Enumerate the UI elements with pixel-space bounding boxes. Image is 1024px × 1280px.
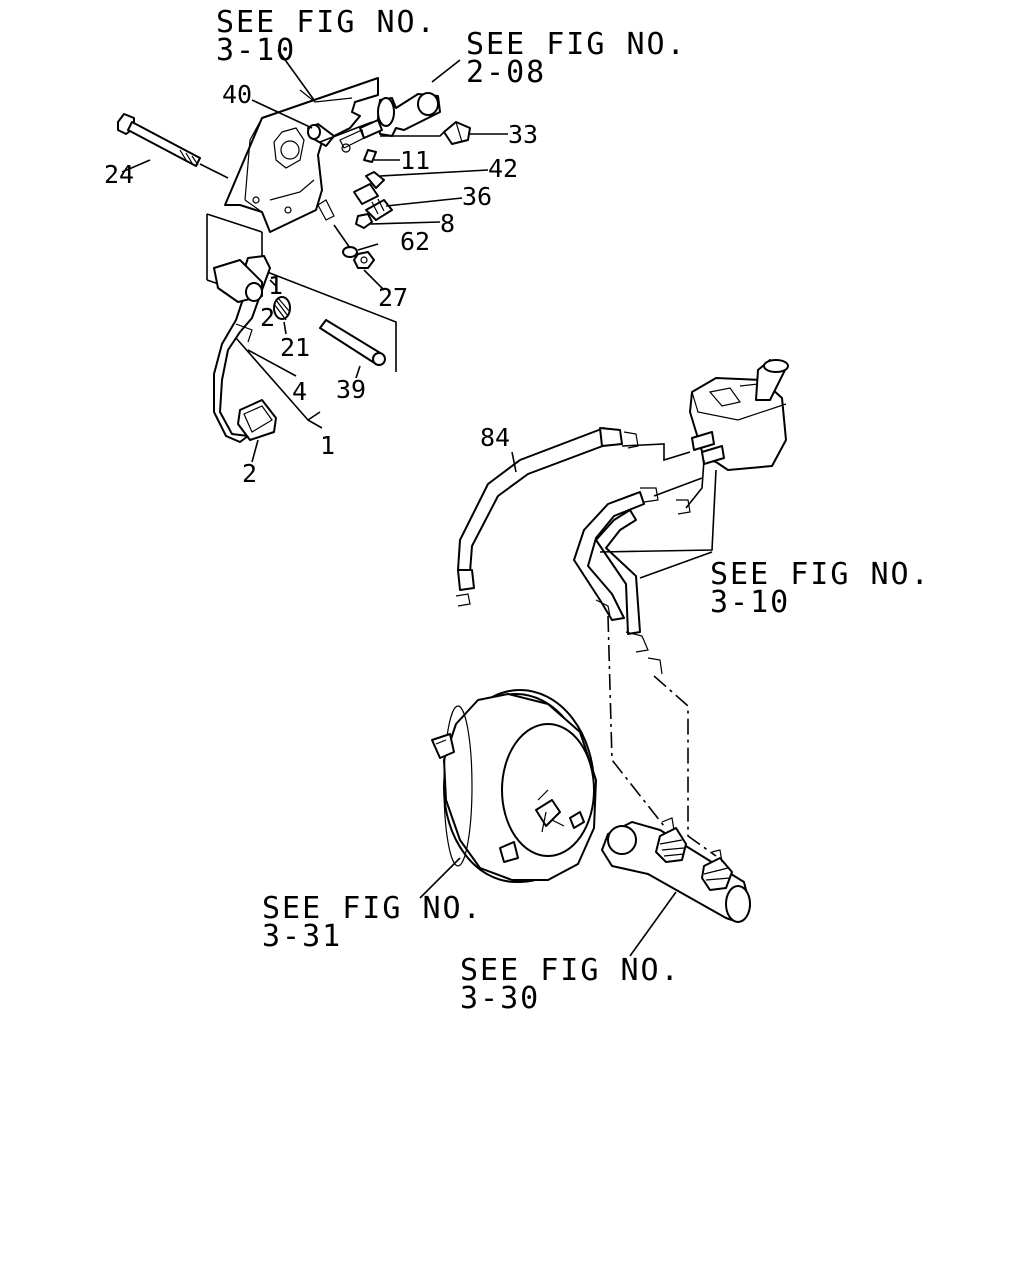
hose-84 [455, 427, 639, 607]
leader-lines-pedal [121, 49, 508, 463]
ref-fig-3-31-line2: 3-31 [262, 919, 342, 954]
pedal-bracket-assembly [224, 77, 379, 233]
fluid-reservoir [689, 359, 789, 471]
part-label-1a: 1 [268, 271, 283, 300]
part-label-2b: 2 [242, 459, 257, 488]
part-label-11: 11 [400, 146, 430, 175]
part-label-24: 24 [104, 160, 134, 189]
brake-booster [431, 689, 597, 883]
part-label-4: 4 [292, 377, 307, 406]
phantom-lines [607, 615, 717, 857]
ref-fig-2-08-line1: SEE FIG NO. [466, 27, 687, 62]
clutch-pedal [213, 255, 386, 443]
part-label-21: 21 [280, 333, 310, 362]
brake-master-cylinder [601, 817, 751, 923]
ref-fig-3-10-top-line1: SEE FIG NO. [216, 5, 437, 40]
part-label-40: 40 [222, 80, 252, 109]
ref-fig-3-10-right-line2: 3-10 [710, 585, 790, 620]
clutch-master-cylinder [339, 92, 441, 153]
part-label-39: 39 [336, 375, 366, 404]
part-label-8: 8 [440, 209, 455, 238]
part-label-2a: 2 [260, 303, 275, 332]
part-number-labels: 40 33 11 42 36 8 62 27 24 1 2 21 4 39 1 … [104, 80, 538, 488]
ref-fig-3-10-right-line1: SEE FIG NO. [710, 557, 931, 592]
part-label-1b: 1 [320, 431, 335, 460]
leader-lines-lower [419, 857, 677, 957]
ref-fig-3-30-line2: 3-30 [460, 981, 540, 1016]
reservoir-hoses [573, 443, 717, 675]
ref-fig-2-08-line2: 2-08 [466, 55, 546, 90]
part-label-33: 33 [508, 120, 538, 149]
part-label-36: 36 [462, 182, 492, 211]
figure-references: SEE FIG NO. 3-10 SEE FIG NO. 2-08 SEE FI… [216, 5, 931, 1016]
fasteners [307, 121, 471, 269]
part-label-62: 62 [400, 227, 430, 256]
ref-fig-3-10-top-line2: 3-10 [216, 33, 296, 68]
bolt-24 [117, 113, 229, 179]
part-label-42: 42 [488, 154, 518, 183]
part-label-84: 84 [480, 423, 510, 452]
ref-fig-3-30-line1: SEE FIG NO. [460, 953, 681, 988]
ref-fig-3-31-line1: SEE FIG NO. [262, 891, 483, 926]
part-label-27: 27 [378, 283, 408, 312]
